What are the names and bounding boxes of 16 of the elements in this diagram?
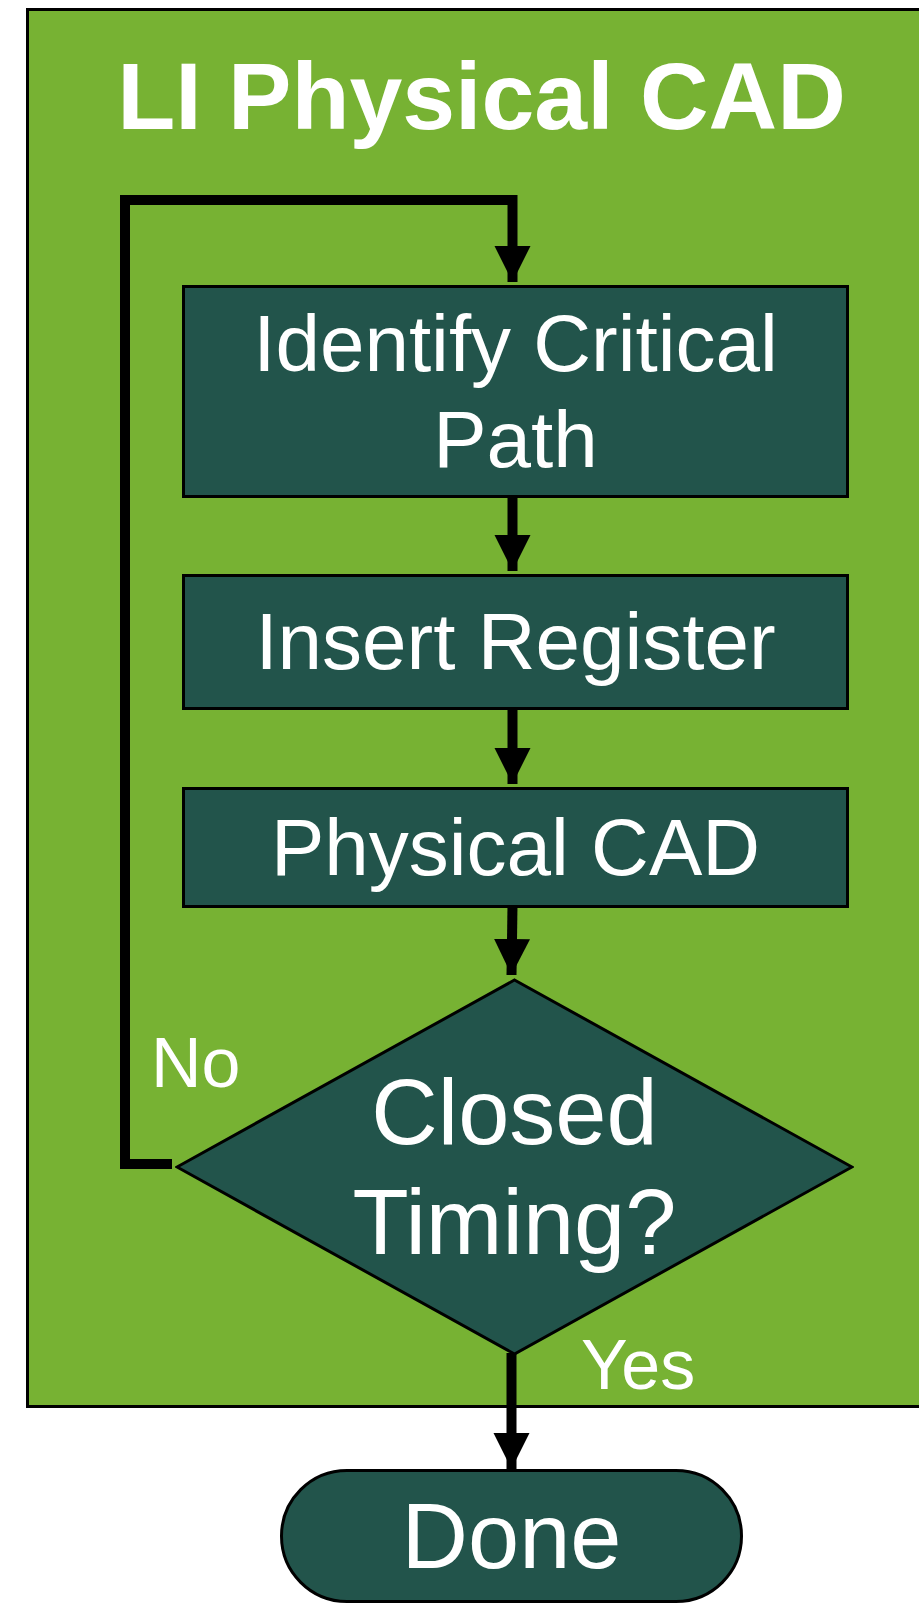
step-label: Physical CAD	[271, 801, 760, 894]
arrow	[120, 195, 531, 1169]
process-box	[182, 787, 849, 908]
step-label: Identify Critical Path	[252, 297, 779, 486]
arrow	[494, 707, 531, 784]
process-box	[182, 574, 849, 710]
edge-label: Yes	[581, 1330, 696, 1400]
arrow	[494, 495, 531, 571]
panel-title: LI Physical CAD	[117, 42, 846, 151]
panel	[26, 8, 919, 1408]
edge-label: No	[151, 1028, 241, 1098]
step-label: Insert Register	[255, 596, 776, 688]
process-box	[182, 285, 849, 498]
step-label: Done	[401, 1483, 622, 1589]
decision-label: Closed Timing?	[351, 1059, 678, 1275]
arrow	[493, 1353, 530, 1469]
